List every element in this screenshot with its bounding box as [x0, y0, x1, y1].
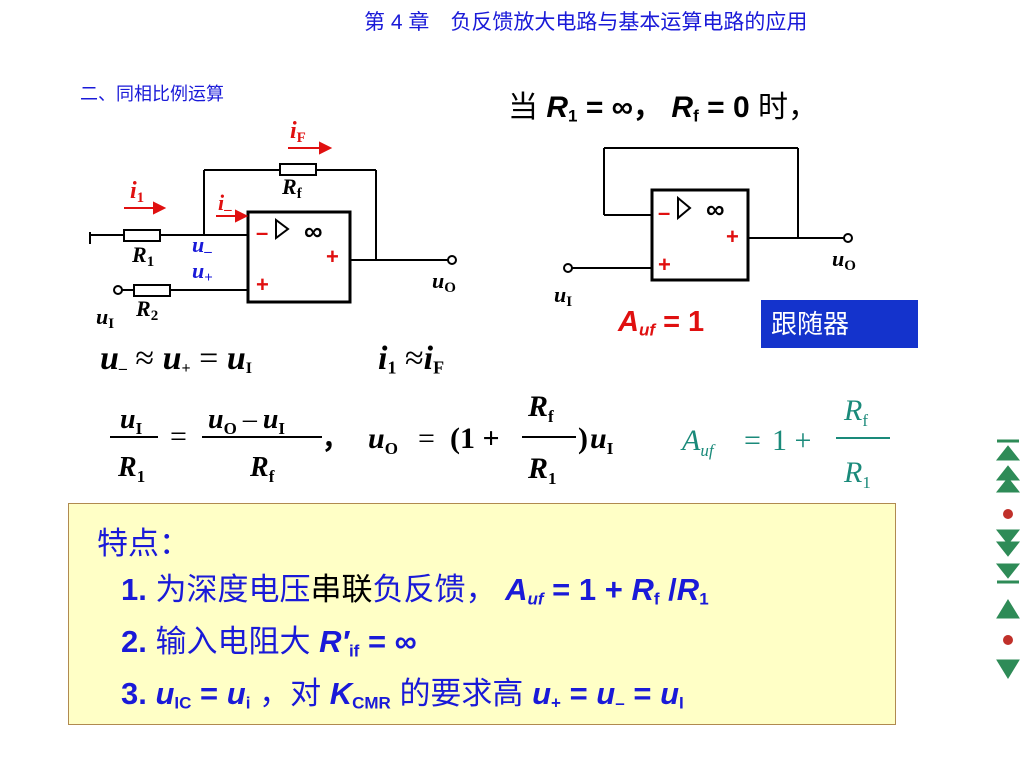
svg-text:=: = — [418, 422, 435, 455]
follower-opamp-plus: + — [658, 252, 671, 277]
svg-text:i1: i1 — [130, 178, 144, 206]
follower-label-uO: u — [832, 246, 844, 271]
opamp-infinity: ∞ — [304, 216, 323, 246]
label-R2: R — [135, 296, 151, 321]
svg-text:Rf: Rf — [281, 174, 303, 202]
dot-icon — [1003, 635, 1013, 645]
equation-virtual-open: i1 ≈iF — [378, 340, 445, 378]
first-page-icon[interactable] — [995, 439, 1021, 461]
follower-label-uI: u — [554, 282, 566, 307]
voltage-follower-circuit: uI uO – + + ∞ — [554, 147, 856, 310]
last-page-icon[interactable] — [995, 563, 1021, 584]
prev-section-icon[interactable] — [995, 465, 1021, 493]
svg-text:uO: uO — [368, 422, 398, 458]
gain-derivation-equations: uI R1 = uO–uI Rf ， uO = (1 + Rf R1 ) uI … — [110, 392, 890, 492]
svg-text:Rf: Rf — [249, 452, 275, 486]
svg-text:uO: uO — [432, 268, 456, 296]
label-uO: u — [432, 268, 444, 293]
follower-gain: Auf = 1 — [618, 306, 705, 340]
svg-text:uO: uO — [832, 246, 856, 274]
opamp-box — [246, 210, 352, 304]
follower-opamp-plus-out: + — [726, 224, 739, 249]
svg-text:uI: uI — [554, 282, 572, 310]
svg-text:(1 +: (1 + — [450, 422, 500, 455]
opamp-minus: – — [256, 220, 268, 245]
slide-navigation — [995, 439, 1021, 679]
follower-condition: 当 R1 = ∞， Rf = 0 时， — [508, 82, 818, 126]
svg-text:u–: u– — [192, 232, 212, 260]
condition-r1: R — [546, 91, 569, 124]
dot-icon — [1003, 509, 1013, 519]
svg-text:uI: uI — [96, 304, 114, 332]
condition-eq-zero: = 0 — [707, 91, 750, 124]
label-uminus: u — [192, 232, 204, 257]
label-uplus: u — [192, 258, 204, 283]
svg-text:Auf: Auf — [680, 424, 716, 460]
feature-item-1: 1. 为深度电压串联负反馈， Auf = 1 + Rf /R1 — [121, 572, 709, 609]
non-inverting-amplifier-circuit: iF i1 i– Rf R1 R2 u– u+ uI uO – + + ∞ — [89, 118, 457, 332]
svg-text:R1: R1 — [843, 456, 871, 492]
features-box: 特点： 1. 为深度电压串联负反馈， Auf = 1 + Rf /R1 2. 输… — [68, 503, 896, 725]
down-icon[interactable] — [996, 659, 1020, 679]
condition-suffix: 时， — [758, 91, 818, 124]
features-title: 特点： — [97, 526, 190, 561]
svg-text:i–: i– — [218, 190, 232, 218]
condition-eq-inf: = ∞， — [585, 91, 664, 124]
svg-text:R1: R1 — [117, 452, 145, 486]
svg-text:R1: R1 — [527, 452, 557, 488]
svg-text:Rf: Rf — [527, 392, 554, 426]
condition-r1-sub: 1 — [568, 106, 578, 126]
condition-rf: R — [671, 91, 694, 124]
opamp-plus: + — [256, 272, 269, 297]
feature-item-3: 3. uIC = ui ，对 KCMR 的要求高 u+ = u– = uI — [121, 676, 684, 713]
feature-item-2: 2. 输入电阻大 R′if = ∞ — [121, 624, 417, 661]
next-section-icon[interactable] — [995, 529, 1021, 557]
follower-badge: 跟随器 — [761, 300, 918, 348]
follower-opamp-infinity: ∞ — [706, 194, 725, 224]
svg-text:1 +: 1 + — [772, 424, 811, 457]
label-R1: R — [131, 242, 147, 267]
up-icon[interactable] — [996, 599, 1020, 619]
chapter-title: 第 4 章 负反馈放大电路与基本运算电路的应用 — [364, 11, 808, 34]
svg-text:=: = — [170, 420, 187, 453]
condition-rf-sub: f — [693, 106, 699, 126]
svg-text:uI: uI — [120, 404, 143, 438]
svg-text:uI: uI — [590, 422, 614, 458]
condition-prefix: 当 — [508, 91, 538, 124]
svg-text:=: = — [744, 424, 761, 457]
svg-text:，: ， — [322, 424, 350, 455]
svg-text:uO–uI: uO–uI — [208, 404, 285, 438]
svg-text:R1: R1 — [131, 242, 154, 270]
follower-opamp-minus: – — [658, 200, 670, 225]
svg-text:Rf: Rf — [843, 394, 868, 430]
svg-text:u+: u+ — [192, 258, 213, 286]
label-i1: i — [130, 178, 137, 204]
label-iminus: i — [218, 190, 225, 215]
section-title: 二、同相比例运算 — [80, 84, 224, 104]
label-uI: u — [96, 304, 108, 329]
svg-text:R2: R2 — [135, 296, 158, 324]
label-Rf: R — [281, 174, 297, 199]
opamp-plus-out: + — [326, 244, 339, 269]
equation-virtual-short: u– ≈ u+ = uI — [100, 340, 252, 377]
svg-text:iF: iF — [290, 118, 306, 146]
svg-text:): ) — [578, 422, 588, 455]
label-iF: i — [290, 118, 297, 144]
